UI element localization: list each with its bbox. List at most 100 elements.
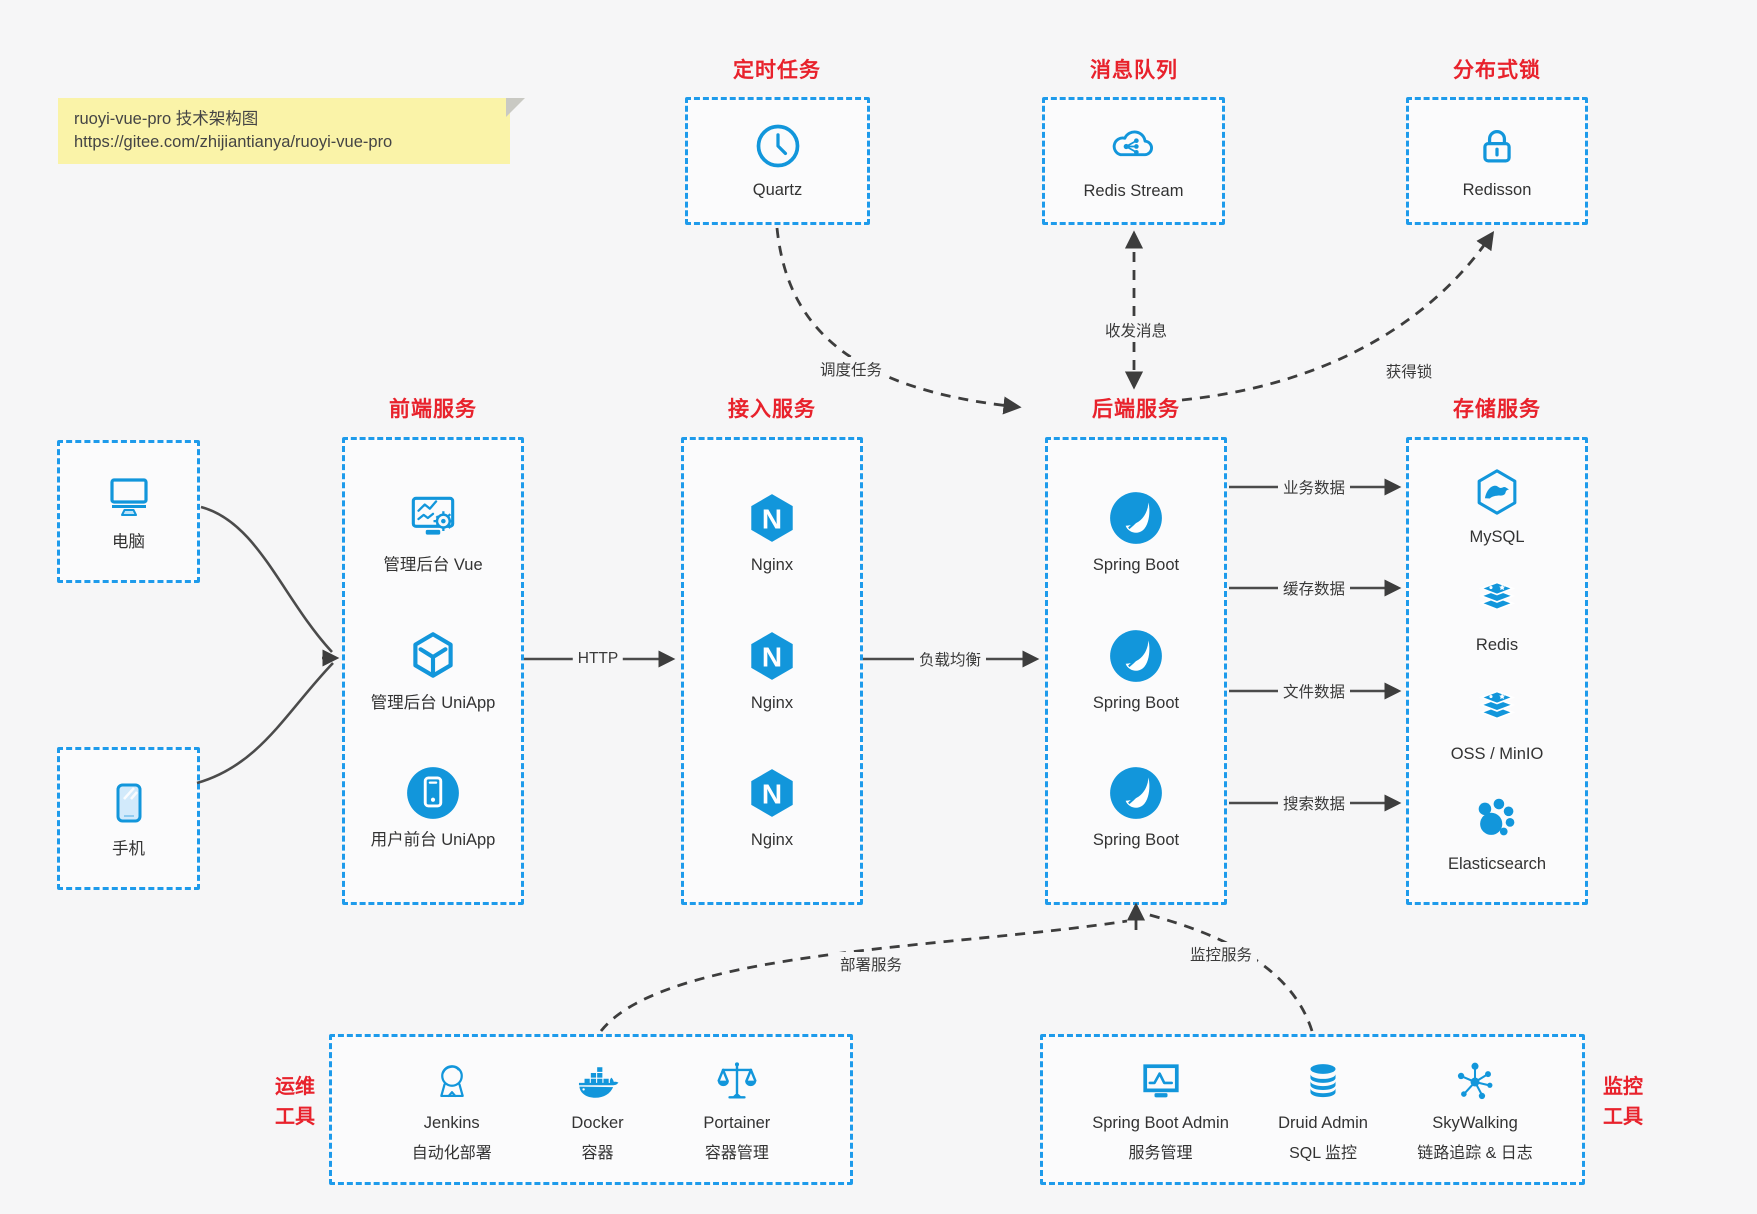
node-portainer: Portainer 容器管理 (703, 1056, 770, 1164)
node-label: Redisson (1462, 180, 1532, 199)
edge-label-search-data: 搜索数据 (1277, 791, 1351, 815)
node-label: 管理后台 Vue (383, 555, 483, 574)
node-label: Elasticsearch (1447, 854, 1547, 873)
node-name: Jenkins (423, 1113, 480, 1132)
node-label: Spring Boot (1092, 693, 1180, 712)
mobile-icon (101, 775, 157, 831)
node-nginx-3: N Nginx (743, 764, 801, 853)
nginx-icon: N (743, 764, 801, 822)
client-label: 电脑 (112, 533, 145, 552)
node-label: OSS / MinIO (1450, 744, 1544, 763)
node-oss-minio: OSS / MinIO (1450, 684, 1544, 767)
svg-text:N: N (762, 503, 782, 534)
group-box-quartz: Quartz (685, 97, 870, 225)
group-box-monitor-tools: Spring Boot Admin 服务管理 Druid Admin SQL 监… (1040, 1034, 1585, 1185)
monitor-title-line2: 工具 (1603, 1106, 1643, 1128)
edge-label-monitor: 监控服务 (1184, 942, 1258, 966)
skywalking-icon (1449, 1056, 1501, 1108)
node-desc: 链路追踪 & 日志 (1417, 1145, 1533, 1163)
node-docker: Docker 容器 (571, 1056, 624, 1164)
node-name: Spring Boot Admin (1092, 1113, 1229, 1132)
group-title-monitor-tools: 监控 工具 (1603, 1072, 1665, 1132)
spring-boot-icon (1107, 764, 1165, 822)
node-desc: 容器 (581, 1145, 614, 1163)
node-label: Spring Boot (1092, 831, 1180, 850)
client-box-mobile: 手机 (57, 747, 200, 890)
druid-icon (1297, 1056, 1349, 1108)
nginx-icon: N (743, 489, 801, 547)
node-admin-uniapp: 管理后台 UniApp (370, 627, 496, 716)
column-box-storage: MySQL Redis OSS / MinIO Elasticsearch (1406, 437, 1588, 905)
node-label: MySQL (1469, 528, 1525, 547)
monitor-title-line1: 监控 (1603, 1076, 1643, 1098)
note-url: https://gitee.com/zhijiantianya/ruoyi-vu… (74, 133, 393, 151)
node-redis-stream: Redis Stream (1083, 119, 1184, 204)
node-label: Quartz (752, 180, 803, 199)
group-title-ops-tools: 运维 工具 (253, 1072, 315, 1132)
edge-monitor (1145, 912, 1314, 1032)
user-uniapp-icon (404, 764, 462, 822)
edge-label-message: 收发消息 (1099, 318, 1173, 342)
node-label: Nginx (750, 693, 794, 712)
node-admin-vue: 管理后台 Vue (383, 489, 483, 578)
mysql-icon (1470, 465, 1524, 519)
node-desc: 服务管理 (1128, 1145, 1193, 1163)
clock-icon (752, 120, 804, 172)
column-box-frontend: 管理后台 Vue 管理后台 UniApp 用户前台 UniApp (342, 437, 524, 905)
node-elasticsearch: Elasticsearch (1448, 792, 1546, 877)
ops-title-line1: 运维 (275, 1076, 315, 1098)
note-title: ruoyi-vue-pro 技术架构图 (74, 110, 259, 128)
node-jenkins: Jenkins 自动化部署 (412, 1056, 492, 1164)
spring-boot-icon (1107, 627, 1165, 685)
node-label: 管理后台 UniApp (370, 693, 496, 712)
edge-label-cache-data: 缓存数据 (1277, 576, 1351, 600)
column-title-gateway: 接入服务 (728, 398, 816, 421)
group-box-ops-tools: Jenkins 自动化部署 Docker 容器 Portainer 容器管理 (329, 1034, 853, 1185)
column-box-gateway: N Nginx N Nginx N Nginx (681, 437, 863, 905)
desktop-icon (101, 468, 157, 524)
node-name: SkyWalking (1432, 1113, 1518, 1132)
node-spring-boot-admin: Spring Boot Admin 服务管理 (1092, 1056, 1229, 1164)
elasticsearch-icon (1470, 792, 1524, 846)
svg-text:N: N (762, 779, 782, 810)
edge-client-mobile (196, 662, 334, 785)
redis-icon (1471, 575, 1523, 627)
node-name: Portainer (703, 1113, 771, 1132)
node-redis: Redis (1471, 575, 1523, 658)
node-desc: SQL 监控 (1289, 1145, 1357, 1163)
edge-label-business-data: 业务数据 (1277, 475, 1351, 499)
column-title-backend: 后端服务 (1092, 398, 1180, 421)
node-quartz: Quartz (752, 120, 804, 203)
svg-text:N: N (762, 641, 782, 672)
node-nginx-1: N Nginx (743, 489, 801, 578)
edge-label-schedule: 调度任务 (814, 357, 888, 381)
oss-minio-icon (1471, 684, 1523, 736)
lock-icon (1471, 120, 1523, 172)
node-label: Redis Stream (1083, 181, 1184, 200)
node-redisson: Redisson (1462, 120, 1532, 203)
ops-title-line2: 工具 (275, 1106, 315, 1128)
admin-vue-icon (404, 489, 462, 547)
nginx-icon: N (743, 627, 801, 685)
node-user-uniapp: 用户前台 UniApp (371, 764, 495, 853)
client-box-desktop: 电脑 (57, 440, 200, 583)
node-spring-boot-1: Spring Boot (1093, 489, 1179, 578)
group-box-redis-stream: Redis Stream (1042, 97, 1225, 225)
docker-icon (572, 1056, 624, 1108)
node-spring-boot-2: Spring Boot (1093, 627, 1179, 716)
edge-lock (1181, 230, 1495, 402)
group-title-scheduled-tasks: 定时任务 (733, 59, 821, 82)
sticky-note: ruoyi-vue-pro 技术架构图 https://gitee.com/zh… (58, 98, 525, 164)
edge-label-file-data: 文件数据 (1277, 679, 1351, 703)
portainer-icon (711, 1056, 763, 1108)
edge-label-deploy: 部署服务 (834, 952, 908, 976)
uniapp-cube-icon (404, 627, 462, 685)
node-name: Druid Admin (1278, 1113, 1368, 1132)
note-fold-corner (506, 98, 525, 117)
column-title-storage: 存储服务 (1453, 398, 1541, 421)
node-nginx-2: N Nginx (743, 627, 801, 716)
node-mysql: MySQL (1469, 465, 1525, 550)
group-title-distributed-lock: 分布式锁 (1453, 59, 1541, 82)
